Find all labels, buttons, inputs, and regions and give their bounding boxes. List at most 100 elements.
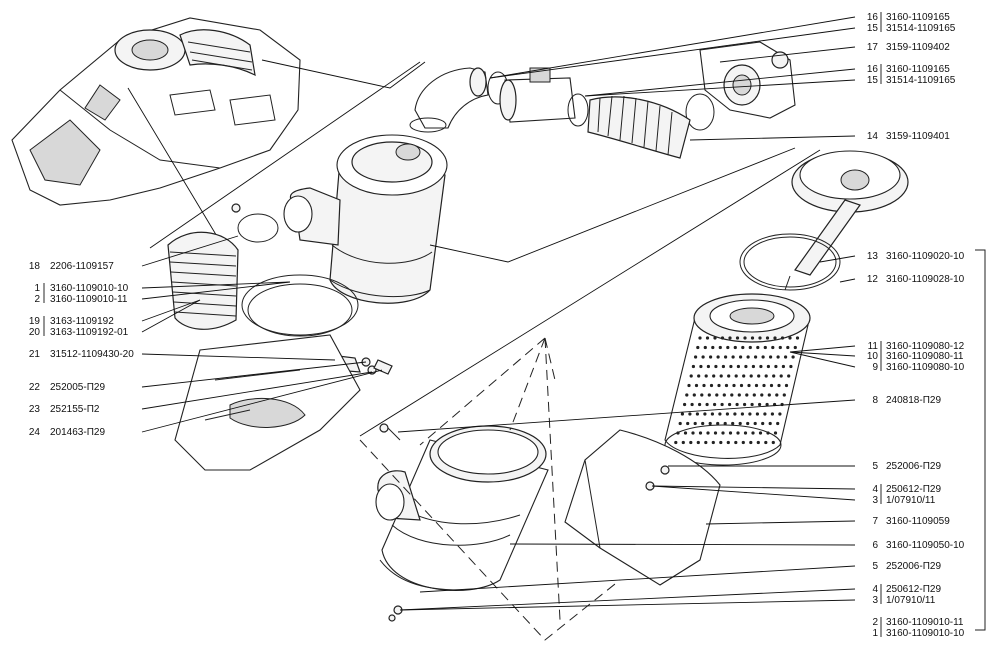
perforation-hole xyxy=(692,393,696,397)
callout-part-code: 3163-1109192-01 xyxy=(50,327,129,338)
perforation-hole xyxy=(765,336,770,340)
perforation-hole xyxy=(714,364,718,369)
perforation-hole xyxy=(718,345,722,350)
perforation-hole xyxy=(743,402,747,407)
assembly-axis-lines xyxy=(419,337,561,621)
callout-number: 22 xyxy=(29,382,41,393)
perforation-hole xyxy=(676,431,680,435)
perforation-hole xyxy=(711,345,715,350)
perforation-hole xyxy=(773,336,777,340)
callout-part-code: 1/07910/11 xyxy=(886,595,936,606)
callout-leader xyxy=(651,485,856,490)
callout-number: 15 xyxy=(867,23,879,34)
perforation-hole xyxy=(764,440,768,445)
callout-number: 12 xyxy=(867,274,879,285)
perforation-hole xyxy=(703,412,707,416)
perforation-hole xyxy=(690,402,694,407)
callout-number: 20 xyxy=(29,327,41,338)
callout-leader xyxy=(651,485,856,501)
perforation-hole xyxy=(774,364,778,369)
perforation-hole xyxy=(680,412,685,416)
perforation-hole xyxy=(749,374,753,378)
perforation-hole xyxy=(764,374,768,378)
perforation-hole xyxy=(735,336,740,340)
perforation-hole xyxy=(771,345,775,350)
perforation-hole xyxy=(767,393,771,397)
perforation-hole xyxy=(728,431,733,435)
perforation-hole xyxy=(784,383,789,388)
perforation-hole xyxy=(754,355,758,359)
perforation-hole xyxy=(777,383,781,388)
callout-number: 2 xyxy=(34,294,40,305)
callout-number: 15 xyxy=(867,75,879,86)
callout-leader xyxy=(141,353,336,361)
perforation-hole xyxy=(718,412,722,416)
perforation-hole xyxy=(687,383,691,388)
perforation-hole xyxy=(702,383,706,388)
perforation-hole xyxy=(751,431,755,435)
engine-bay-leader-1 xyxy=(127,87,219,239)
filter-section-outline xyxy=(359,149,821,437)
assembly-axis-lower xyxy=(359,439,621,641)
perforation-hole xyxy=(772,374,776,378)
perforation-hole xyxy=(788,336,792,340)
callout-leader xyxy=(141,369,383,433)
callout-leader xyxy=(689,135,856,141)
callout-number: 6 xyxy=(872,540,878,551)
callout-leader xyxy=(509,543,856,546)
callout-leader xyxy=(819,255,856,263)
callout-number: 16 xyxy=(867,64,879,75)
perforation-hole xyxy=(693,421,697,426)
callout-number: 1 xyxy=(872,628,878,639)
perforation-hole xyxy=(717,383,721,388)
perforation-hole xyxy=(791,355,795,359)
perforation-hole xyxy=(739,355,743,359)
perforation-hole xyxy=(674,440,678,445)
perforation-hole xyxy=(727,374,731,378)
perforation-hole xyxy=(776,355,780,359)
housing-upper-leader xyxy=(149,61,421,249)
perforation-hole xyxy=(719,440,723,445)
callout-part-code: 3159-1109401 xyxy=(886,131,950,142)
perforation-hole xyxy=(754,383,759,388)
cover-stud xyxy=(784,275,791,291)
callout-leader xyxy=(141,281,291,289)
callout-leader xyxy=(141,235,239,267)
perforation-hole xyxy=(723,421,727,426)
callout-part-code: 250612-П29 xyxy=(886,584,941,595)
perforation-hole xyxy=(688,412,692,416)
perforation-hole xyxy=(763,345,767,350)
perforation-hole xyxy=(709,383,714,388)
callout-leader xyxy=(789,351,856,357)
right-group-bracket xyxy=(975,249,986,631)
perforation-hole xyxy=(744,364,748,369)
callout-leader xyxy=(397,399,856,433)
perforation-hole xyxy=(695,412,700,416)
perforation-hole xyxy=(716,421,720,426)
callout-part-code: 31514-1109165 xyxy=(886,75,956,86)
callout-leader xyxy=(584,79,856,97)
perforation-hole xyxy=(728,402,732,407)
clamp-18 xyxy=(231,203,279,243)
perforation-hole xyxy=(686,421,690,426)
callout-part-code: 3160-1109165 xyxy=(886,12,950,23)
perforation-hole xyxy=(795,336,800,340)
callout-part-code: 252155-П2 xyxy=(50,404,100,415)
callout-leader xyxy=(141,299,201,333)
perforation-hole xyxy=(681,440,685,445)
perforation-hole xyxy=(691,364,696,369)
perforation-hole xyxy=(715,393,719,397)
callout-part-code: 3160-1109059 xyxy=(886,516,950,527)
perforation-hole xyxy=(726,345,730,350)
callout-part-code: 3160-1109165 xyxy=(886,64,950,75)
perforation-hole xyxy=(706,431,710,435)
perforation-hole xyxy=(708,421,712,426)
callout-part-code: 31512-1109430-20 xyxy=(50,349,134,360)
housing-to-cover-leader xyxy=(429,147,796,263)
perforation-hole xyxy=(713,431,718,435)
perforation-hole xyxy=(780,336,785,340)
callout-leader xyxy=(141,371,373,410)
perforation-hole xyxy=(689,440,693,445)
perforation-hole xyxy=(720,402,724,407)
